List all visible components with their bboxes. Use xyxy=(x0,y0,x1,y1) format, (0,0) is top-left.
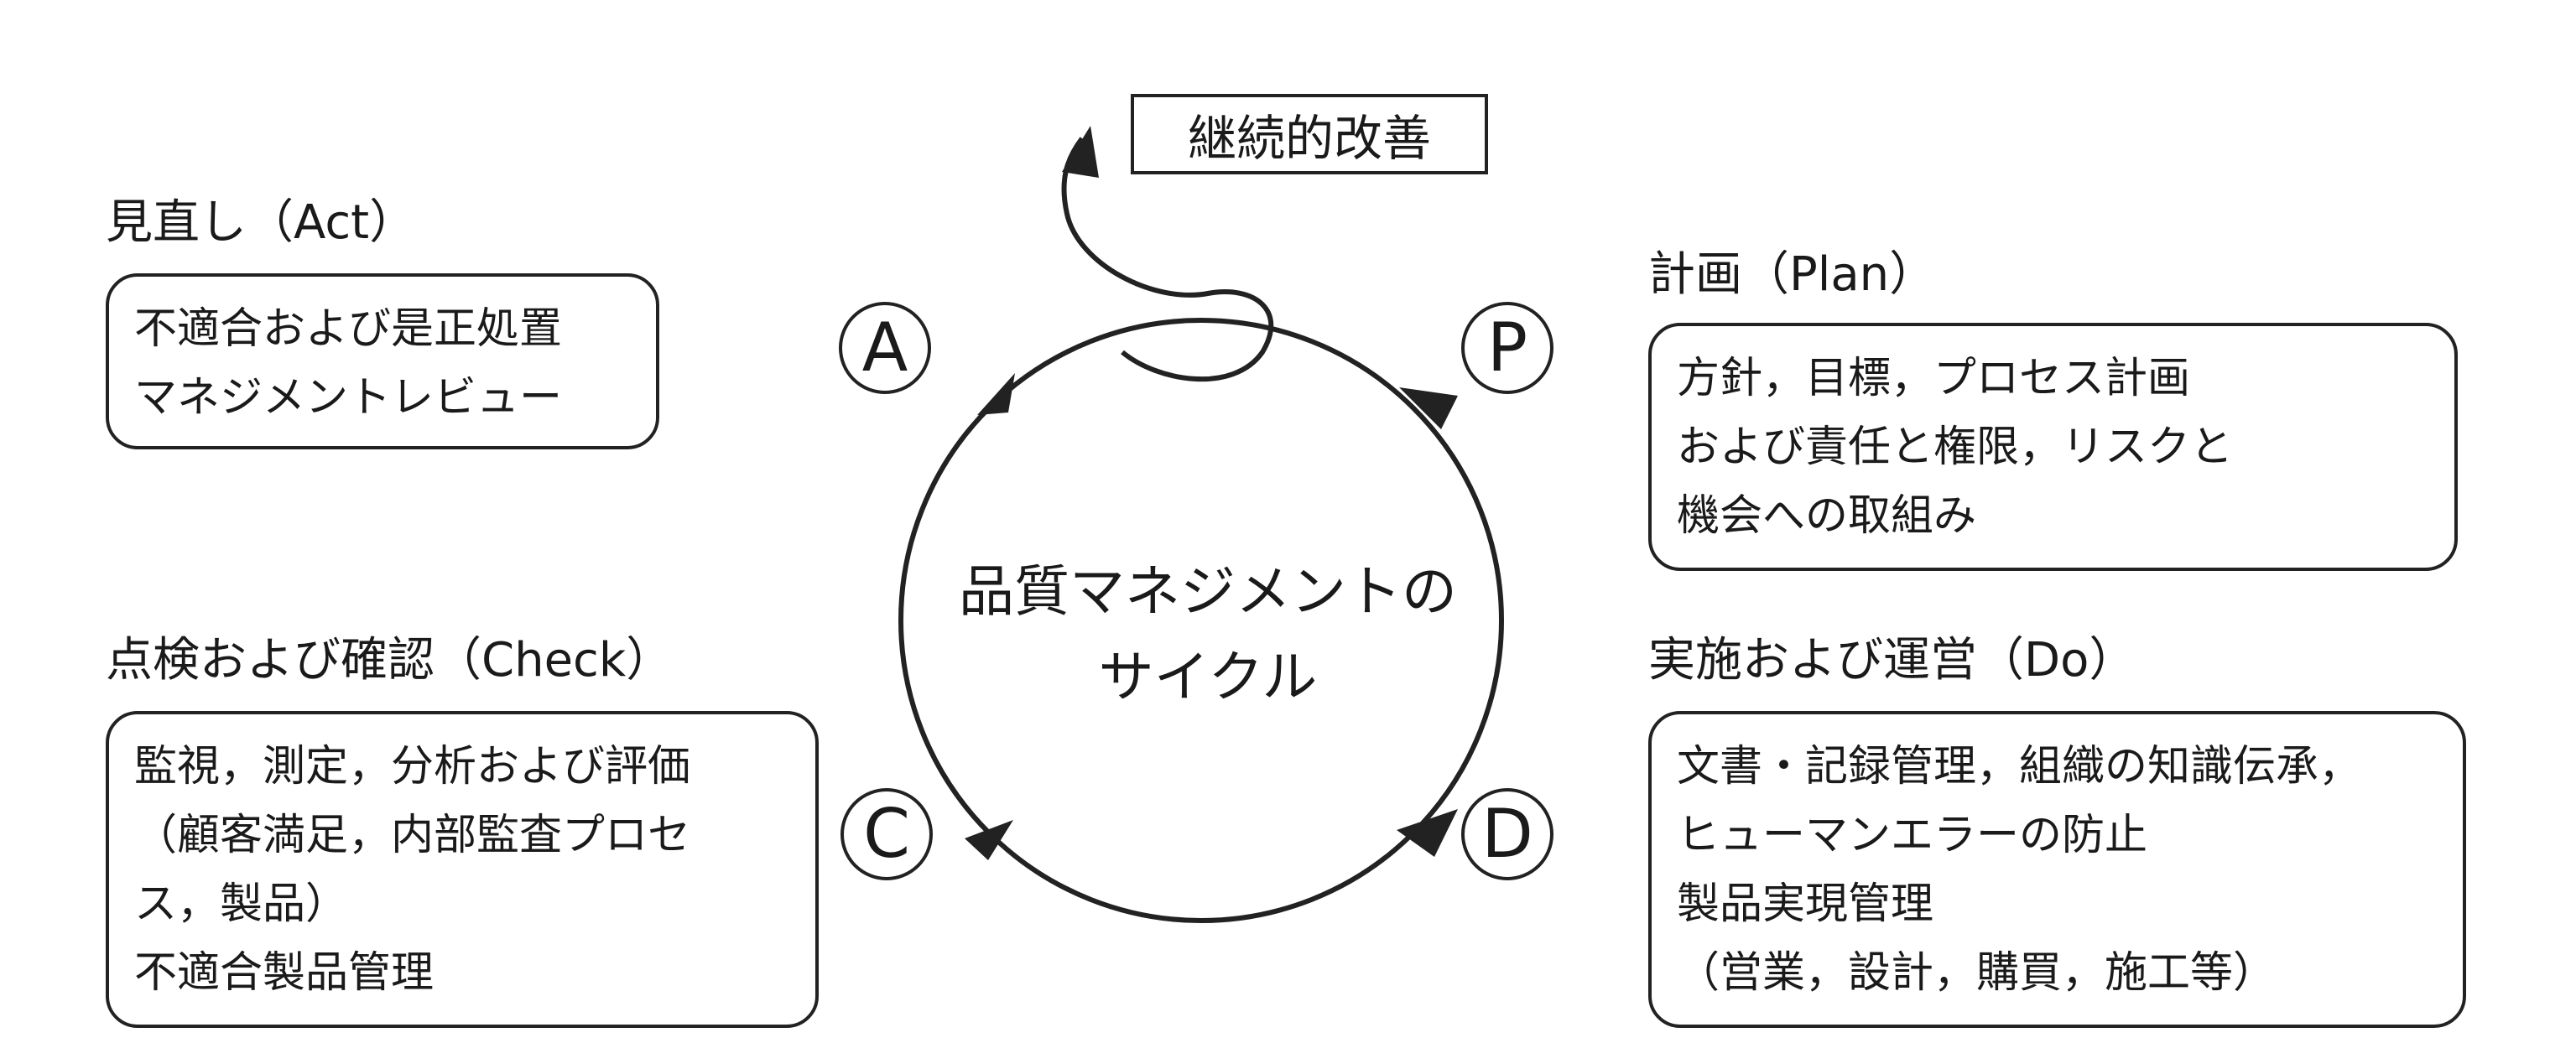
act-line: 不適合および是正処置 xyxy=(134,304,563,354)
check-line: ス，製品） xyxy=(134,880,349,929)
do-line: ヒューマンエラーの防止 xyxy=(1677,811,2148,860)
continuous-improvement-box: 継続的改善 xyxy=(1131,94,1488,174)
act-heading: 見直し（Act） xyxy=(106,195,417,250)
center-title-line-1: 品質マネジメントの xyxy=(959,559,1457,624)
arrow-act-to-plan xyxy=(977,373,1015,415)
letter-a: A xyxy=(839,302,931,394)
check-line: 不適合製品管理 xyxy=(134,948,435,998)
do-heading: 実施および運営（Do） xyxy=(1648,633,2136,688)
plan-line: 機会への取組み xyxy=(1677,491,1977,541)
plan-box: 方針，目標，プロセス計画 および責任と権限，リスクと 機会への取組み xyxy=(1648,323,2458,571)
act-line: マネジメントレビュー xyxy=(134,373,563,423)
arrow-do-to-check xyxy=(1397,809,1458,857)
plan-line: および責任と権限，リスクと xyxy=(1677,423,2234,472)
letter-d: D xyxy=(1461,788,1553,880)
arrow-plan-to-do xyxy=(1399,387,1458,429)
cycle-circle xyxy=(898,318,1504,923)
check-heading: 点検および確認（Check） xyxy=(106,633,674,688)
do-box: 文書・記録管理，組織の知識伝承， ヒューマンエラーの防止 製品実現管理 （営業，… xyxy=(1648,711,2466,1028)
letter-p: P xyxy=(1461,302,1553,394)
plan-line: 方針，目標，プロセス計画 xyxy=(1677,354,2191,403)
improvement-loop-arrowhead xyxy=(1062,126,1099,178)
check-line: 監視，測定，分析および評価 xyxy=(134,742,691,791)
letter-c: C xyxy=(840,788,933,880)
center-title-line-2: サイクル xyxy=(1098,645,1318,709)
check-line: （顧客満足，内部監査プロセ xyxy=(134,811,691,860)
center-title: 品質マネジメントの サイクル xyxy=(906,549,1510,720)
do-line: 文書・記録管理，組織の知識伝承， xyxy=(1677,742,2362,791)
act-box: 不適合および是正処置 マネジメントレビュー xyxy=(106,273,659,449)
plan-heading: 計画（Plan） xyxy=(1648,247,1937,302)
arrow-check-to-act xyxy=(965,820,1013,860)
do-line: 製品実現管理 xyxy=(1677,880,1934,929)
check-box: 監視，測定，分析および評価 （顧客満足，内部監査プロセ ス，製品） 不適合製品管… xyxy=(106,711,819,1028)
do-line: （営業，設計，購買，施工等） xyxy=(1677,948,2277,998)
improvement-loop-arrow xyxy=(1061,137,1274,382)
